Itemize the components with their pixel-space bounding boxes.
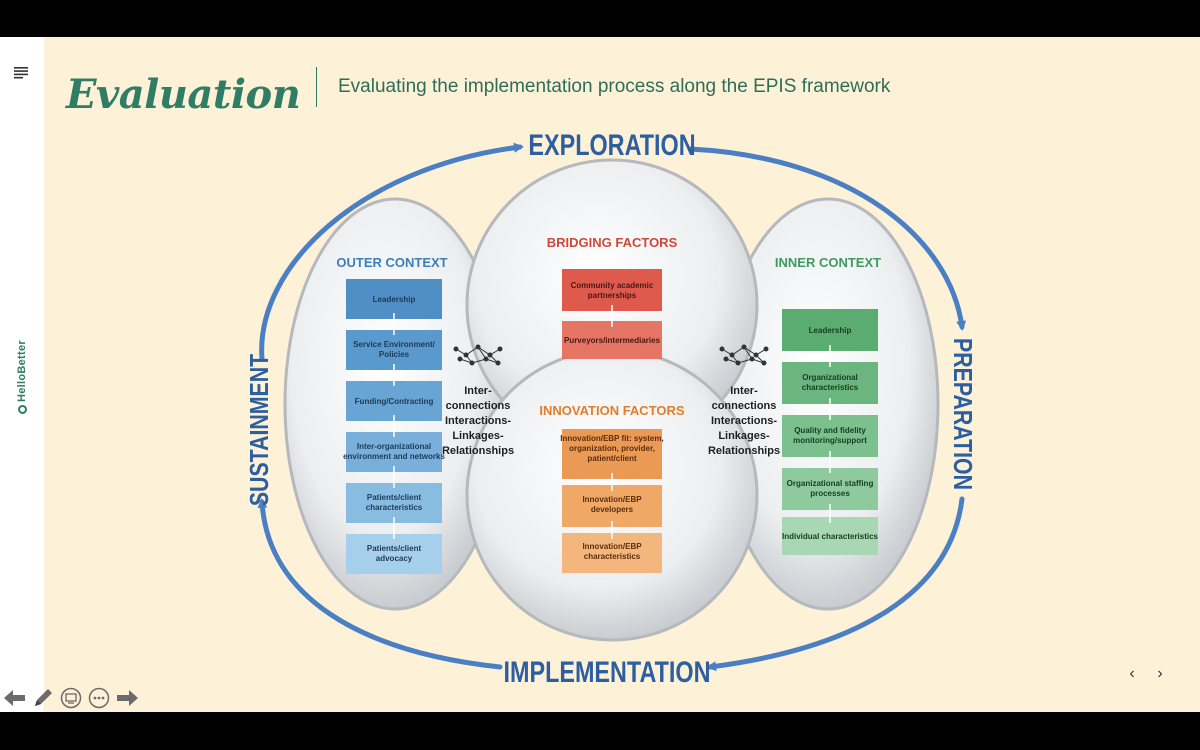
interconnections-right-line-1: Inter- [730,385,758,397]
inner-block-1 [782,309,878,351]
innovation-item-3a: Innovation/EBP [582,542,642,551]
interconnections-right-line-2: connections [712,400,777,412]
innovation-block-3 [562,533,662,573]
menu-icon[interactable] [14,67,28,79]
inner-item-4b: processes [810,489,850,498]
network-icon-left [453,344,503,366]
title-divider [316,67,317,107]
outer-item-5b: characteristics [366,503,423,512]
outer-item-4a: Inter-organizational [357,442,431,451]
outer-item-1: Leadership [373,295,416,304]
inner-block-4 [782,468,878,510]
block-connectors [393,305,831,539]
interconnections-right: Inter- connections Interactions- Linkage… [708,385,780,457]
interconnections-right-line-3: Interactions- [711,415,777,427]
interconnections-left-line-5: Relationships [442,445,514,457]
arrow-right-icon[interactable] [116,687,138,709]
slide-screen: HelloBetter Evaluation Evaluating the im… [0,37,1200,712]
inner-block-3 [782,415,878,457]
slide-nav: ‹› [1118,665,1174,683]
outer-item-4b: environment and networks [343,452,445,461]
outer-block-4 [346,432,442,472]
phase-sustainment: SUSTAINMENT [245,353,275,506]
outer-context-stack: Leadership Service Environment/ Policies… [343,279,445,574]
bridging-item-1b: partnerships [588,291,637,300]
innovation-item-1b: organization, provider, [569,444,655,453]
arrow-sustainment-exploration [259,142,524,362]
presenter-toolbar [4,685,138,711]
inner-item-3b: monitoring/support [793,436,867,445]
inner-item-3a: Quality and fidelity [794,426,866,435]
innovation-item-2a: Innovation/EBP [582,495,642,504]
screen-icon[interactable] [60,687,82,709]
arrow-left-icon[interactable] [4,687,26,709]
outer-item-2b: Policies [379,350,410,359]
more-icon[interactable] [88,687,110,709]
interconnections-right-line-5: Relationships [708,445,780,457]
bridging-block-1 [562,269,662,311]
inner-item-1: Leadership [809,326,852,335]
arrow-preparation-implementation [706,496,965,672]
outer-block-2 [346,330,442,370]
outer-block-5 [346,483,442,523]
interconnections-left-line-4: Linkages- [452,430,504,442]
epis-diagram: EXPLORATION IMPLEMENTATION SUSTAINMENT P… [245,128,977,688]
innovation-item-2b: developers [591,505,634,514]
bridging-item-1a: Community academic [571,281,654,290]
prev-slide-button[interactable]: ‹ [1129,665,1135,682]
outer-item-5a: Patients/client [367,493,422,502]
bridging-stack: Community academic partnerships Purveyor… [562,269,662,359]
innovation-factors-heading: INNOVATION FACTORS [539,403,685,418]
outer-item-3: Funding/Contracting [355,397,434,406]
pen-icon[interactable] [32,687,54,709]
inner-context-stack: Leadership Organizational characteristic… [782,309,879,555]
arrow-exploration-preparation [687,146,967,331]
inner-context-heading: INNER CONTEXT [775,255,881,270]
inner-item-2a: Organizational [802,373,858,382]
inner-item-2b: characteristics [802,383,859,392]
interconnections-right-line-4: Linkages- [718,430,770,442]
inner-item-5: Individual characteristics [782,532,879,541]
interconnections-left: Inter- connections Interactions- Linkage… [442,385,514,457]
interconnections-left-line-1: Inter- [464,385,492,397]
outer-item-6a: Patients/client [367,544,422,553]
inner-block-5 [782,517,878,555]
next-slide-button[interactable]: › [1157,665,1163,682]
interconnections-left-line-2: connections [446,400,511,412]
outer-item-2a: Service Environment/ [353,340,436,349]
innovation-stack: Innovation/EBP fit: system, organization… [560,429,664,573]
bridging-item-2: Purveyors/intermediaries [564,336,661,345]
innovation-block-1 [562,429,662,479]
phase-implementation: IMPLEMENTATION [503,655,710,688]
arrow-implementation-sustainment [257,498,503,670]
cycle-arrows [257,142,967,672]
phase-preparation: PREPARATION [947,338,977,490]
network-icon-right [719,344,769,366]
innovation-item-1a: Innovation/EBP fit: system, [560,434,663,443]
outer-item-6b: advocacy [376,554,413,563]
interconnections-left-line-3: Interactions- [445,415,511,427]
bridging-block-2 [562,321,662,359]
inner-item-4a: Organizational staffing [787,479,874,488]
outer-context-heading: OUTER CONTEXT [336,255,447,270]
outer-block-6 [346,534,442,574]
innovation-item-3b: characteristics [584,552,641,561]
outer-block-3 [346,381,442,421]
inner-block-2 [782,362,878,404]
bridging-factors-heading: BRIDGING FACTORS [547,235,678,250]
page-subtitle: Evaluating the implementation process al… [338,76,891,97]
phase-exploration: EXPLORATION [528,128,695,161]
innovation-item-1c: patient/client [587,454,637,463]
sidebar: HelloBetter [0,37,44,712]
outer-block-1 [346,279,442,319]
page-title: Evaluation [66,71,301,118]
innovation-block-2 [562,485,662,527]
